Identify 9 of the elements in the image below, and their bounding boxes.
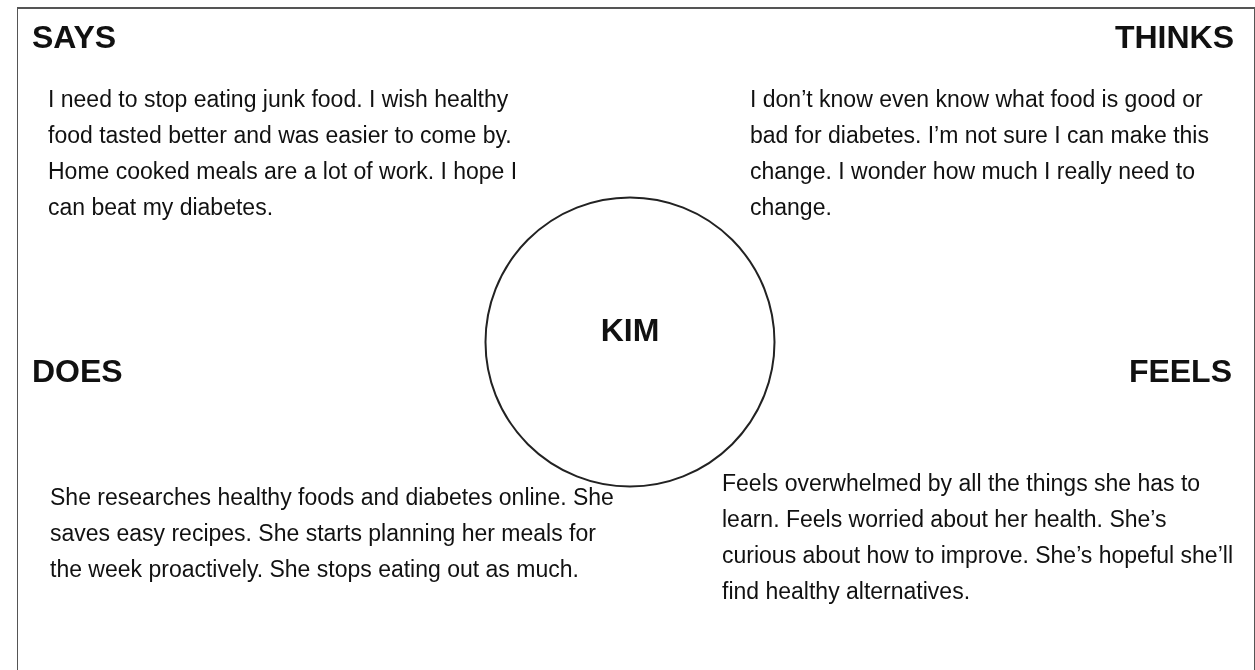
body-text: She researches healthy foods and diabetes online. She saves easy recipes. She starts planning her meals for the week proactively. She stops eating out as much. [50,483,615,584]
section-heading: SAYS [32,19,117,55]
body-text: I need to stop eating junk food. I wish healthy food tasted better and was easier to come by. Home cooked meals are a lot of work. I hope I can beat my diabetes. [48,85,519,222]
section-heading: DOES [32,353,123,389]
persona-name: KIM [599,312,661,348]
body-text: Feels overwhelmed by all the things she has to learn. Feels worried about her health. She’s curious about how to improve. She’s hopeful she’ll find healthy alternatives. [722,469,1234,606]
section-heading: THINKS [1114,19,1234,55]
body-text: I don’t know even know what food is good or bad for diabetes. I’m not sure I can make this change. I wonder how much I really need to change. [750,85,1210,222]
section-heading: FEELS [1128,353,1232,389]
